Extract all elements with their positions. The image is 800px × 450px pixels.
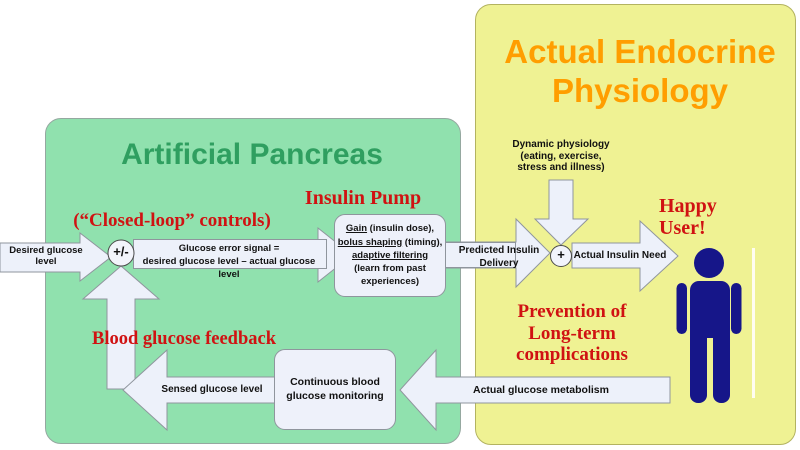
arrow-actual-insulin-need (571, 219, 679, 293)
endocrine-physiology-panel (475, 4, 796, 445)
monitor-line1: Continuous blood (290, 376, 380, 388)
happy-user-line2: User! (659, 217, 706, 239)
blood-feedback-heading: Blood glucose feedback (92, 329, 276, 349)
pump-line5: experiences) (360, 276, 420, 288)
predicted-line1: Predicted Insulin (458, 245, 540, 256)
plus-minus-label: +/- (113, 244, 129, 259)
pump-line1: Gain (insulin dose), (345, 223, 435, 235)
dynamic-line3: stress and illness) (517, 162, 605, 173)
pump-line4: (learn from past (354, 263, 426, 275)
summing-junction-plus-minus (107, 239, 135, 267)
sensed-glucose-label: Sensed glucose level (161, 384, 263, 395)
predicted-delivery-label: Predicted Insulin Delivery (445, 245, 553, 270)
dynamic-line2: (eating, exercise, (520, 150, 602, 162)
glucose-error-line2: desired glucose level – actual glucose l… (142, 255, 316, 280)
insulin-pump-box: Gain (insulin dose), bolus shaping (timi… (334, 214, 446, 297)
pump-line3: adaptive filtering (351, 249, 428, 261)
arrow-glucose-metabolism (399, 348, 671, 432)
glucose-error-label: Glucose error signal = desired glucose l… (134, 242, 324, 281)
person-icon (676, 248, 742, 403)
glucose-monitoring-box: Continuous blood glucose monitoring (274, 349, 396, 430)
arrow-feedback-up (81, 265, 161, 390)
closed-loop-heading: (“Closed-loop” controls) (73, 210, 271, 231)
arrow-sensed-glucose (122, 348, 277, 432)
actual-insulin-need-label: Actual Insulin Need (573, 250, 667, 261)
prevention-line2: Long-term (528, 322, 616, 344)
insulin-pump-heading: Insulin Pump (304, 187, 422, 209)
divider-line (752, 248, 755, 398)
arrow-dynamic-physiology (533, 179, 590, 246)
desired-glucose-label: Desired glucose level (9, 245, 83, 267)
prevention-heading: Prevention of Long-term complications (464, 301, 680, 366)
predicted-line2: Delivery (479, 257, 519, 269)
happy-user-heading: Happy User! (659, 195, 717, 239)
prevention-line3: complications (516, 344, 628, 365)
plus-label: + (557, 247, 565, 262)
summing-junction-plus (550, 245, 572, 267)
arrow-desired-glucose (0, 231, 112, 283)
glucose-metabolism-label: Actual glucose metabolism (473, 384, 609, 396)
endocrine-title-line1: Actual Endocrine (504, 33, 776, 70)
glucose-error-line1: Glucose error signal = (178, 242, 280, 254)
endocrine-title-line2: Physiology (551, 72, 729, 109)
endocrine-physiology-title: Actual Endocrine Physiology (475, 32, 800, 110)
pump-line2: bolus shaping (timing), (337, 236, 443, 248)
dynamic-line1: Dynamic physiology (512, 139, 610, 150)
artificial-pancreas-title: Artificial Pancreas (121, 138, 383, 171)
happy-user-line1: Happy (659, 195, 717, 217)
monitor-line2: glucose monitoring (286, 389, 384, 402)
prevention-line1: Prevention of (517, 301, 627, 322)
dynamic-physiology-label: Dynamic physiology (eating, exercise, st… (496, 139, 626, 174)
